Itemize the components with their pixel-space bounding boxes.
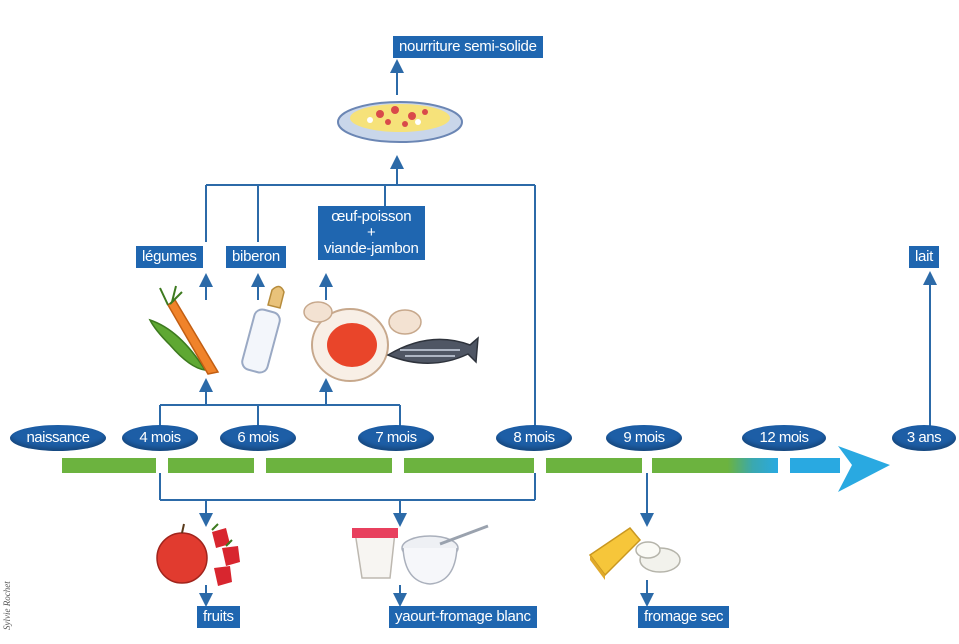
label-legumes: légumes <box>136 246 203 268</box>
stage-12-mois: 12 mois <box>742 425 826 451</box>
stage-naissance: naissance <box>10 425 106 451</box>
fruits-icon <box>156 523 240 586</box>
stage-3-ans: 3 ans <box>892 425 956 451</box>
artist-signature: Sylvie Rochet <box>2 581 12 630</box>
timeline-bar <box>62 446 890 492</box>
label-top: nourriture semi-solide <box>393 36 543 58</box>
stage-6-mois: 6 mois <box>220 425 296 451</box>
stage-7-mois: 7 mois <box>358 425 434 451</box>
label-lait: lait <box>909 246 939 268</box>
label-oeuf-line2: + <box>367 224 376 241</box>
stage-9-mois: 9 mois <box>606 425 682 451</box>
timeline-arrowhead <box>838 446 890 492</box>
label-fromage-sec: fromage sec <box>638 606 730 628</box>
plate-icon <box>337 101 463 143</box>
vegetables-icon <box>148 285 220 375</box>
connector-lines <box>159 59 937 607</box>
meat-fish-icon <box>303 301 479 382</box>
stage-4-mois: 4 mois <box>122 425 198 451</box>
baby-bottle-icon <box>241 285 285 374</box>
cheese-icon <box>588 526 681 580</box>
label-oeuf-line3: viande-jambon <box>324 240 419 257</box>
label-oeuf-viande: œuf-poisson + viande-jambon <box>318 206 425 260</box>
label-biberon: biberon <box>226 246 286 268</box>
label-oeuf-line1: œuf-poisson <box>331 208 412 225</box>
label-yaourt: yaourt-fromage blanc <box>389 606 537 628</box>
stage-8-mois: 8 mois <box>496 425 572 451</box>
yogurt-icon <box>352 524 489 585</box>
label-fruits: fruits <box>197 606 240 628</box>
